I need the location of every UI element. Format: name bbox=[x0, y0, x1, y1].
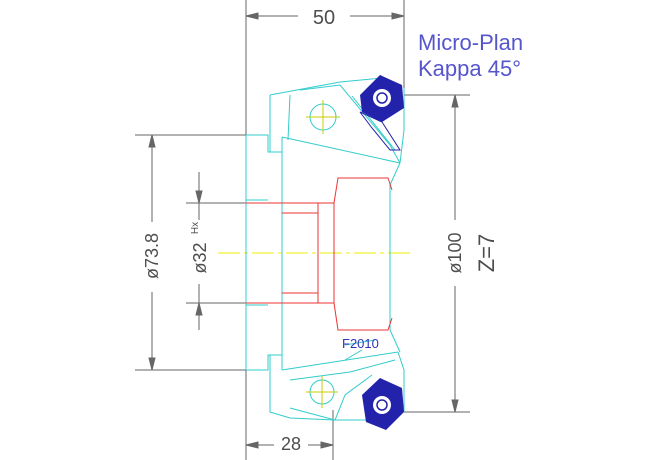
insert-top bbox=[359, 75, 404, 151]
title-line-2: Kappa 45° bbox=[418, 56, 521, 81]
dim-shaft-diameter: ø32 bbox=[190, 242, 210, 273]
dim-teeth: Z=7 bbox=[474, 234, 499, 273]
insert-code-label: F2010 bbox=[342, 336, 379, 351]
dim-shaft-tolerance: Hx bbox=[190, 222, 201, 234]
cutter-body-outline bbox=[245, 77, 405, 421]
arbor-bore-section bbox=[246, 177, 393, 331]
dim-outer-diameter: ø100 bbox=[445, 232, 465, 273]
dim-bore-diameter: ø73.8 bbox=[142, 233, 162, 279]
title-line-1: Micro-Plan bbox=[418, 30, 523, 55]
dim-top-width: 50 bbox=[313, 7, 335, 29]
insert-bottom bbox=[362, 378, 404, 430]
dim-bottom-width: 28 bbox=[281, 434, 301, 454]
clamp-screw-holes bbox=[306, 100, 340, 408]
